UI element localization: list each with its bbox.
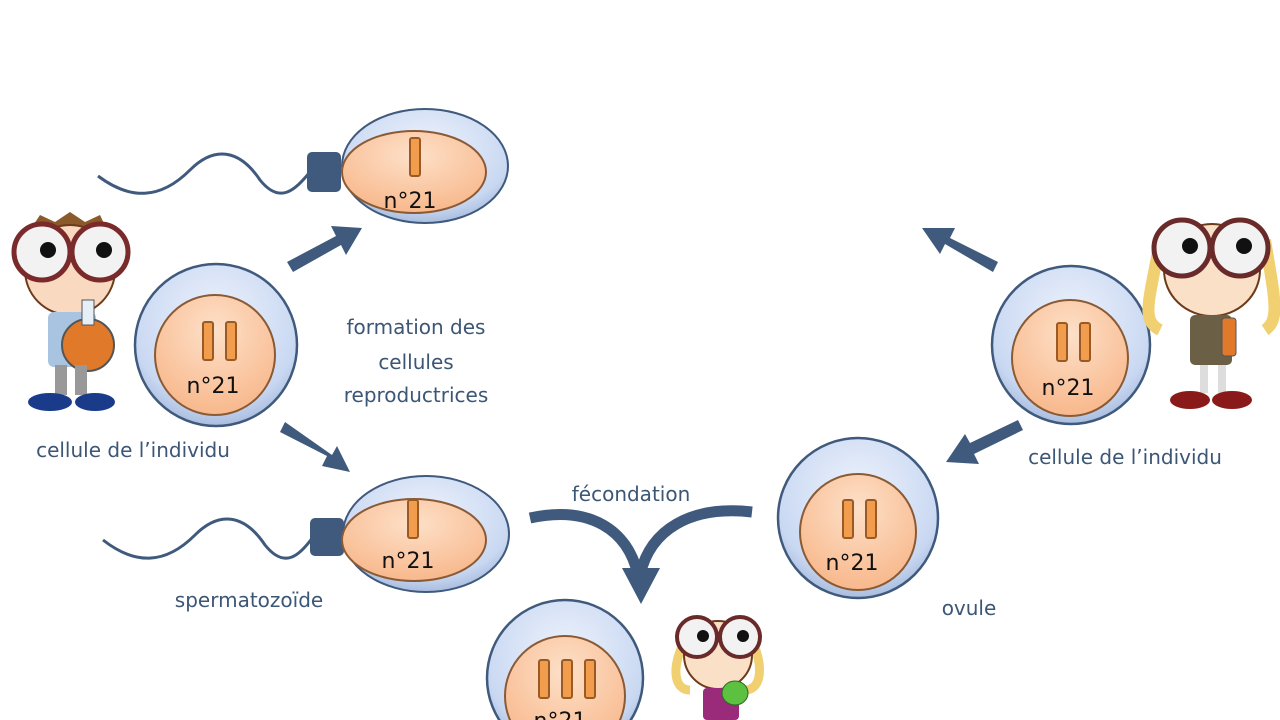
- formation-label-line2: cellules: [378, 350, 453, 374]
- cell-left-label: cellule de l’individu: [36, 438, 230, 462]
- arrow-to-sperm-top: [287, 226, 362, 272]
- chromosome: [584, 659, 596, 699]
- cell-right-individual: n°21: [990, 264, 1152, 426]
- chromosome: [842, 499, 854, 539]
- chromosome-label: n°21: [384, 189, 437, 214]
- sperm-tail: [102, 517, 315, 560]
- zygote-cell: n°21: [485, 598, 645, 720]
- formation-label-line3: reproductrices: [344, 383, 489, 407]
- spermatozoid-bottom: n°21: [102, 475, 510, 593]
- nucleus: [799, 473, 917, 591]
- chromosome-label: n°21: [1042, 376, 1095, 401]
- chromosome: [409, 137, 421, 177]
- boy-character-illustration: [11, 212, 131, 411]
- chromosome: [538, 659, 550, 699]
- arrow-to-ovule: [946, 420, 1023, 464]
- child-character-illustration: [671, 615, 764, 720]
- sperm-midpiece: [307, 152, 341, 192]
- fecondation-arrowhead: [622, 568, 660, 604]
- chromosome: [225, 321, 237, 361]
- chromosome-label: n°21: [534, 709, 587, 720]
- nucleus: [154, 294, 276, 416]
- chromosome: [865, 499, 877, 539]
- chromosome-label: n°21: [826, 551, 879, 576]
- arrow-to-sperm-bottom: [280, 422, 350, 472]
- sperm-midpiece: [310, 518, 344, 556]
- ovule-cell: n°21: [776, 436, 940, 600]
- chromosome: [1056, 322, 1068, 362]
- sperm-tail: [97, 152, 312, 195]
- ovule-label: ovule: [942, 596, 997, 620]
- chromosome-label: n°21: [382, 549, 435, 574]
- fecondation-arrow-right: [634, 505, 753, 577]
- spermatozoide-label: spermatozoïde: [175, 588, 323, 612]
- girl-character-illustration: [1142, 217, 1280, 409]
- formation-label-line1: formation des: [347, 315, 486, 339]
- fecondation-label: fécondation: [572, 482, 691, 506]
- chromosome: [202, 321, 214, 361]
- nucleus: [1011, 299, 1129, 417]
- chromosome: [1079, 322, 1091, 362]
- cell-left-individual: n°21: [133, 262, 299, 428]
- arrow-right-up: [922, 228, 998, 272]
- chromosome: [407, 499, 419, 539]
- spermatozoid-top: n°21: [97, 108, 509, 224]
- fecondation-arrow-left: [528, 509, 644, 577]
- chromosome: [561, 659, 573, 699]
- cell-right-label: cellule de l’individu: [1028, 445, 1222, 469]
- chromosome-label: n°21: [187, 374, 240, 399]
